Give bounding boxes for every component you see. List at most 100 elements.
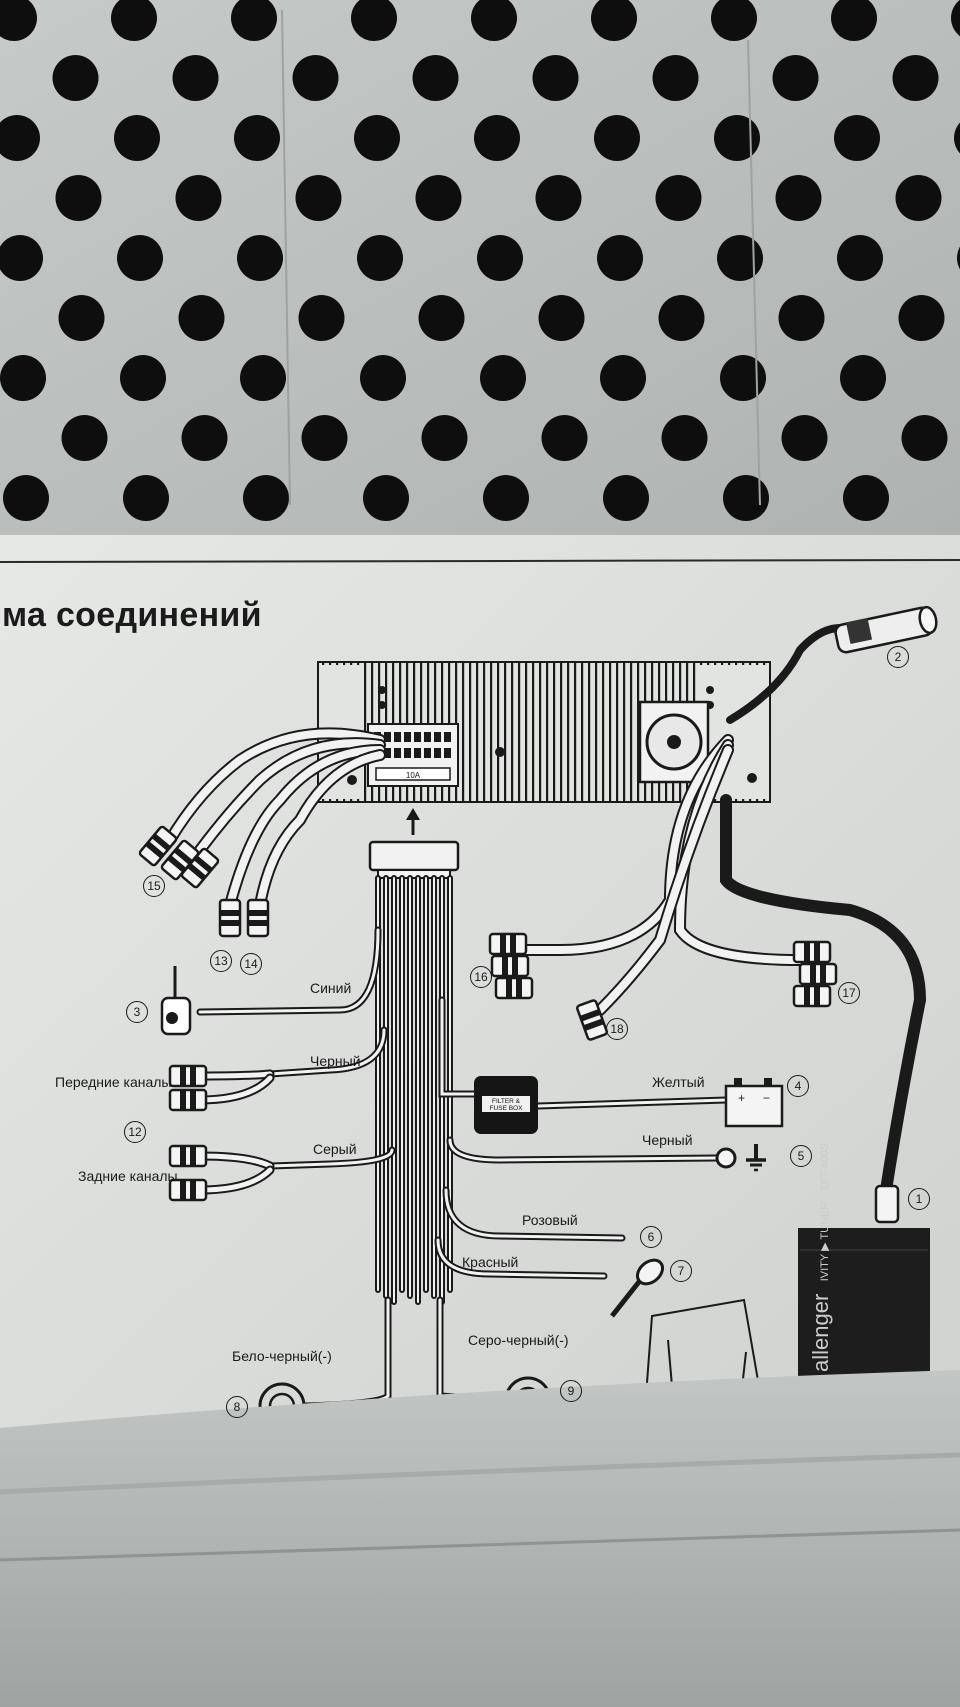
perforation-hole bbox=[243, 475, 289, 521]
cooling-fan-icon bbox=[638, 700, 710, 784]
rca-lead-13-core bbox=[226, 746, 384, 909]
rca-plug-icon bbox=[180, 847, 220, 889]
rca-plug-body bbox=[168, 1064, 208, 1088]
rca-plug-body bbox=[218, 898, 242, 938]
perforation-hole bbox=[3, 475, 49, 521]
rca-plug-band bbox=[820, 964, 826, 984]
perforation-hole bbox=[538, 295, 585, 341]
perforation-hole bbox=[351, 0, 397, 41]
perforation-hole bbox=[480, 355, 526, 401]
perforation-hole bbox=[720, 355, 766, 401]
rca-front-bottom-core bbox=[197, 1075, 273, 1103]
perforation-hole bbox=[951, 0, 960, 37]
rca-plug-icon bbox=[168, 1064, 208, 1088]
rca-plug-body bbox=[792, 984, 832, 1008]
ground-icon bbox=[715, 1144, 766, 1172]
panel-seam bbox=[281, 9, 291, 506]
rca-plug-band bbox=[145, 841, 165, 859]
rca-plug-band bbox=[180, 1146, 186, 1166]
rca-plug-band bbox=[167, 855, 187, 873]
perforation-hole bbox=[778, 295, 825, 341]
perforation-hole bbox=[298, 295, 345, 341]
rca-plug-band bbox=[814, 986, 820, 1006]
battery-icon: + − bbox=[724, 1078, 784, 1128]
perforation-hole bbox=[831, 0, 877, 41]
arrow-up-icon bbox=[406, 808, 420, 835]
perforation-hole bbox=[775, 175, 822, 221]
perforation-hole bbox=[714, 115, 760, 161]
connector-pin bbox=[434, 748, 441, 758]
callout-13: 13 bbox=[210, 950, 232, 972]
perforation-hole bbox=[234, 115, 280, 161]
perforation-hole bbox=[295, 175, 342, 221]
callout-5: 5 bbox=[790, 1145, 812, 1167]
perforation-hole bbox=[178, 295, 225, 341]
rca-plug-icon bbox=[798, 962, 838, 986]
rca-plug-icon bbox=[488, 932, 528, 956]
perforation-hole bbox=[175, 175, 222, 221]
rca-plug-band bbox=[502, 956, 508, 976]
ignition-key-icon bbox=[610, 1258, 665, 1318]
rca-plug-band bbox=[583, 1018, 605, 1031]
rca-plug-body bbox=[168, 1088, 208, 1112]
perforation-hole bbox=[354, 115, 400, 161]
perforation-hole bbox=[895, 175, 942, 221]
perforation-hole bbox=[415, 175, 462, 221]
callout-8: 8 bbox=[226, 1396, 248, 1418]
bracket-drawing bbox=[645, 1298, 761, 1397]
antenna-cable bbox=[720, 794, 927, 1196]
perforation-hole bbox=[52, 55, 99, 101]
rca-plug-body bbox=[490, 954, 530, 978]
wire-black-front-core bbox=[268, 1028, 386, 1076]
rca-plug-band bbox=[190, 1180, 196, 1200]
rca-plug-body bbox=[798, 962, 838, 986]
rca-plug-band bbox=[248, 920, 268, 926]
perforation-hole bbox=[301, 415, 348, 461]
rca-plug-band bbox=[220, 920, 240, 926]
label-black-front-wire: Черный bbox=[310, 1053, 361, 1069]
perforation-hole bbox=[661, 415, 708, 461]
perforation-hole bbox=[837, 235, 883, 281]
rca-plug-icon bbox=[168, 1088, 208, 1112]
perforation-hole bbox=[535, 175, 582, 221]
rca-plug-icon bbox=[576, 999, 608, 1041]
callout-6: 6 bbox=[640, 1226, 662, 1248]
perforation-hole bbox=[421, 415, 468, 461]
wire-to-fuse-core bbox=[440, 998, 476, 1096]
filter-fuse-box: FILTER & FUSE BOX bbox=[474, 1076, 538, 1134]
rca-plug-band bbox=[190, 1066, 196, 1086]
rca-rear-top-core bbox=[197, 1153, 273, 1169]
connector-pin bbox=[394, 748, 401, 758]
perforation-hole bbox=[61, 415, 108, 461]
antenna-end-plug bbox=[874, 1184, 900, 1224]
perforation-hole bbox=[711, 0, 757, 41]
antenna-cable-top bbox=[726, 624, 844, 724]
perforation-hole bbox=[652, 55, 699, 101]
rca-plug-band bbox=[804, 986, 810, 1006]
callout-16: 16 bbox=[470, 966, 492, 988]
rca-plug-band bbox=[810, 964, 816, 984]
diagram-title: ма соединений bbox=[2, 596, 262, 634]
rca-plug-body bbox=[168, 1178, 208, 1202]
rca-plug-band bbox=[220, 910, 240, 916]
connector-pin bbox=[424, 748, 431, 758]
top-rule bbox=[0, 559, 960, 563]
label-black-ground-wire: Черный bbox=[642, 1132, 693, 1148]
rca-front-top-core bbox=[197, 1071, 273, 1079]
wire-pink-core bbox=[444, 1188, 624, 1240]
perforation-hole bbox=[597, 235, 643, 281]
rca-plug-body bbox=[792, 940, 832, 964]
rca-plug-band bbox=[180, 1090, 186, 1110]
connector-pin bbox=[404, 748, 411, 758]
perforation-hole bbox=[123, 475, 169, 521]
perforation-hole bbox=[603, 475, 649, 521]
connector-pin bbox=[404, 732, 411, 742]
perforation-hole bbox=[360, 355, 406, 401]
svg-text:FILTER &: FILTER & bbox=[492, 1098, 521, 1105]
rca-plug-body bbox=[138, 825, 178, 867]
perforation-hole bbox=[957, 246, 960, 270]
svg-text:10A: 10A bbox=[406, 771, 421, 780]
connector-pin bbox=[414, 748, 421, 758]
perforation-hole bbox=[357, 235, 403, 281]
